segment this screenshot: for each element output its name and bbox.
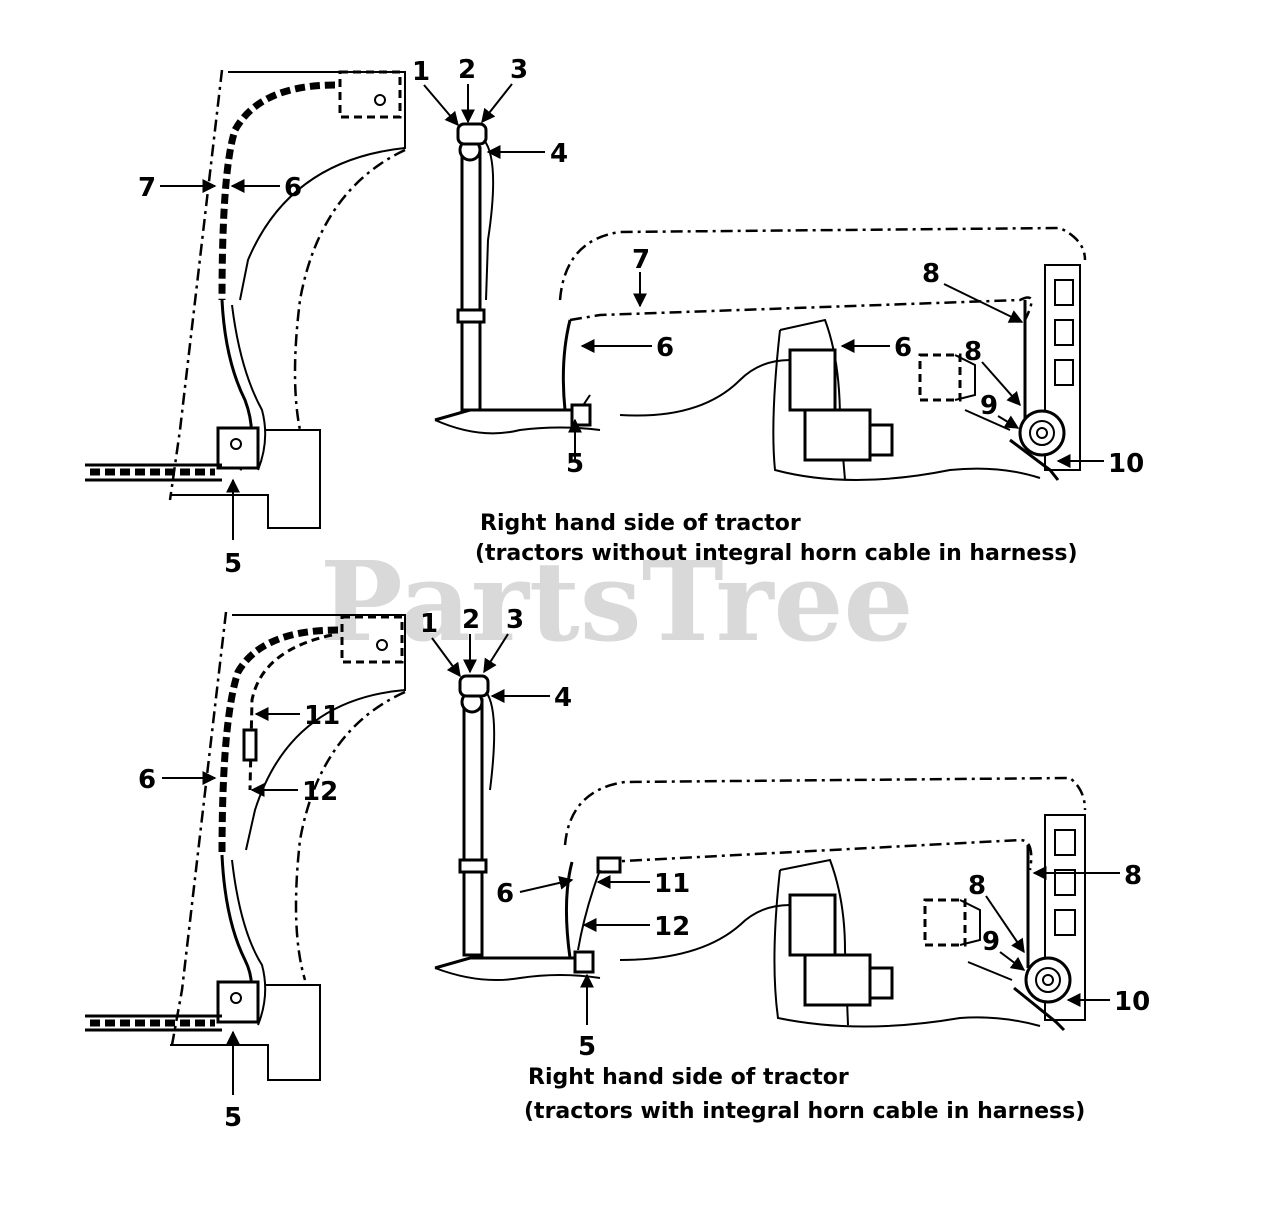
arrow-bt8b — [985, 895, 1025, 954]
callout-5: 5 — [224, 549, 242, 579]
callout-1: 1 — [412, 57, 430, 87]
bottom-tractor-body — [563, 776, 1087, 1032]
bottom-steering-column — [434, 674, 601, 982]
callout-bt9: 9 — [982, 927, 1000, 957]
callout-bt10: 10 — [1114, 987, 1150, 1017]
callout-4: 4 — [550, 139, 568, 169]
arrow-1 — [423, 84, 459, 127]
callout-t6b: 6 — [894, 333, 912, 363]
callout-t7: 7 — [632, 245, 650, 275]
callout-t5: 5 — [566, 449, 584, 479]
callout-b5: 5 — [224, 1103, 242, 1133]
callout-b11: 11 — [304, 701, 340, 731]
bottom-left-dash-view — [85, 611, 406, 1081]
callout-3: 3 — [510, 55, 528, 85]
arrow-bt6 — [519, 876, 574, 893]
arrow-b3 — [483, 633, 509, 674]
callout-bt8b: 8 — [968, 871, 986, 901]
bottom-caption-title: Right hand side of tractor — [528, 1065, 849, 1090]
watermark-text: PartsTree — [320, 537, 914, 666]
callout-b1: 1 — [420, 609, 438, 639]
callout-2: 2 — [458, 55, 476, 85]
callout-b12: 12 — [302, 777, 338, 807]
callout-t8b: 8 — [964, 337, 982, 367]
callout-bt11: 11 — [654, 869, 690, 899]
callout-bt8a: 8 — [1124, 861, 1142, 891]
top-caption-subtitle: (tractors without integral horn cable in… — [475, 541, 1078, 566]
callout-7: 7 — [138, 173, 156, 203]
callout-b4: 4 — [554, 683, 572, 713]
top-left-dash-view — [85, 69, 406, 529]
arrow-3 — [481, 83, 513, 124]
callout-6: 6 — [284, 173, 302, 203]
callout-bt6: 6 — [496, 879, 514, 909]
callout-t9: 9 — [980, 391, 998, 421]
arrow-t8b — [981, 361, 1021, 407]
top-caption-title: Right hand side of tractor — [480, 511, 801, 536]
callout-b2: 2 — [462, 605, 480, 635]
callout-t6a: 6 — [656, 333, 674, 363]
callout-bt12: 12 — [654, 912, 690, 942]
top-steering-column — [434, 122, 601, 435]
callout-b3: 3 — [506, 605, 524, 635]
arrow-t8a — [943, 283, 1024, 323]
callout-b6: 6 — [138, 765, 156, 795]
top-tractor-body — [558, 226, 1087, 481]
callout-t8a: 8 — [922, 259, 940, 289]
bottom-caption-subtitle: (tractors with integral horn cable in ha… — [524, 1099, 1085, 1124]
arrow-t9 — [997, 415, 1020, 429]
callout-t10: 10 — [1108, 449, 1144, 479]
callout-bt5: 5 — [578, 1032, 596, 1062]
arrow-b1 — [431, 637, 461, 678]
arrow-bt9 — [999, 951, 1026, 971]
